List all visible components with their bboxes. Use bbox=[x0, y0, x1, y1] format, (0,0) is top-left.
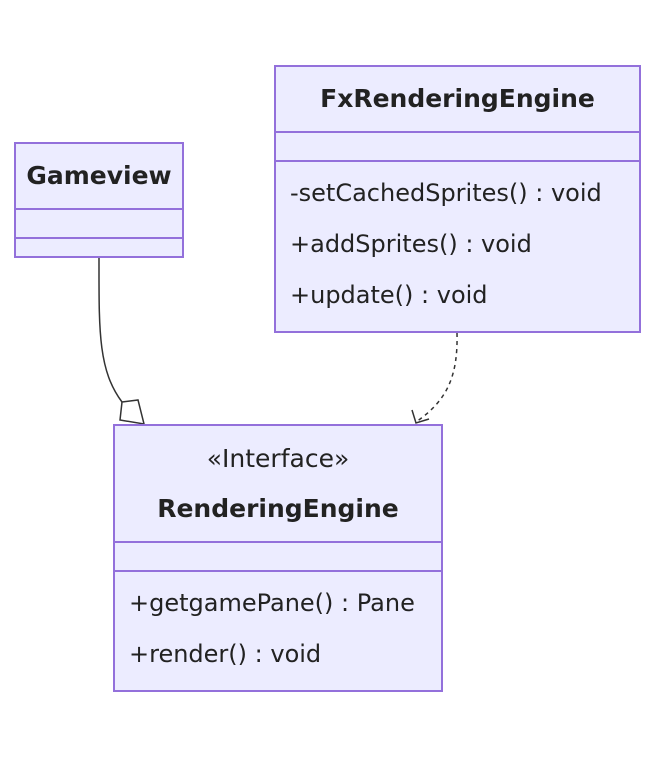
class-fx-rendering-engine[interactable]: FxRenderingEngine -setCachedSprites() : … bbox=[274, 65, 641, 333]
class-gameview[interactable]: Gameview bbox=[14, 142, 184, 258]
method-set-cached-sprites: -setCachedSprites() : void bbox=[290, 179, 602, 207]
class-rendering-engine[interactable]: «Interface» RenderingEngine +getgamePane… bbox=[113, 424, 443, 692]
class-header: Gameview bbox=[16, 144, 182, 210]
attributes-section bbox=[276, 133, 639, 162]
method-render: +render() : void bbox=[129, 640, 322, 668]
attributes-section bbox=[115, 543, 441, 572]
class-name: Gameview bbox=[26, 161, 172, 190]
aggregation-diamond-icon bbox=[119, 399, 146, 425]
aggregation-edge bbox=[98, 257, 123, 403]
method-get-game-pane: +getgamePane() : Pane bbox=[129, 589, 415, 617]
class-header: FxRenderingEngine bbox=[276, 67, 639, 133]
class-name: RenderingEngine bbox=[157, 493, 399, 523]
realization-edge bbox=[415, 332, 458, 423]
attributes-section bbox=[16, 210, 182, 239]
realization-arrowhead-icon bbox=[411, 409, 430, 424]
class-header: «Interface» RenderingEngine bbox=[115, 426, 441, 543]
stereotype-label: «Interface» bbox=[206, 443, 350, 473]
method-add-sprites: +addSprites() : void bbox=[290, 230, 532, 258]
method-update: +update() : void bbox=[290, 281, 488, 309]
methods-section: -setCachedSprites() : void +addSprites()… bbox=[276, 162, 639, 321]
class-name: FxRenderingEngine bbox=[320, 84, 595, 113]
methods-section: +getgamePane() : Pane +render() : void bbox=[115, 572, 441, 680]
